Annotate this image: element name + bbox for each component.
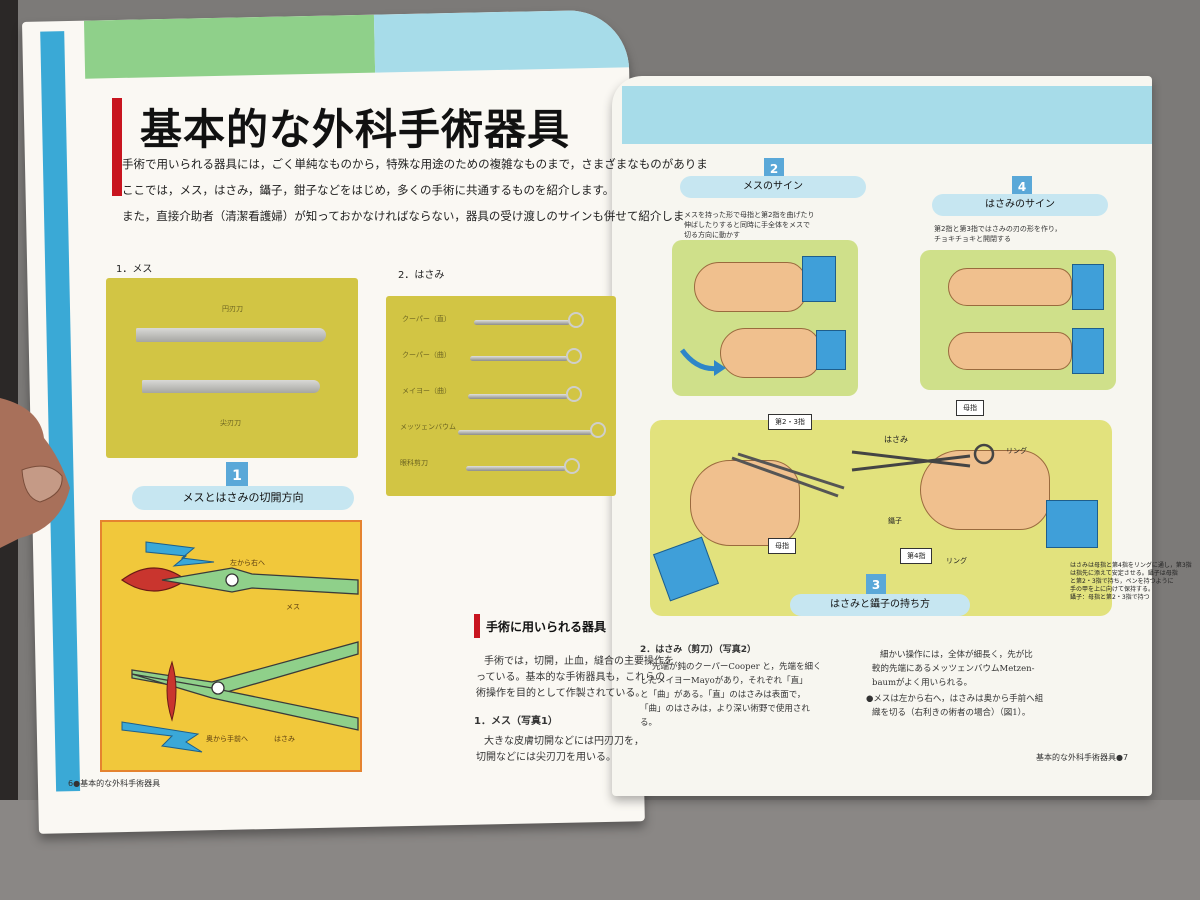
body-text-line: 術操作を目的として作製されている。 — [476, 688, 646, 699]
body-text-line: ●メスは左から右へ，はさみは奥から手前へ組 — [866, 694, 1044, 704]
hand-drawing — [948, 332, 1072, 370]
figure-title: メスのサイン — [680, 176, 866, 198]
body-text-line: っている。基本的な手術器具も，これらの — [476, 672, 666, 683]
figure-note-line: は指先に添えて安定させる。鑷子は母指 — [1070, 570, 1178, 577]
intro-line: ここでは，メス，はさみ，鑷子，鉗子などをはじめ，多くの手術に共通するものを紹介し… — [122, 183, 615, 197]
title-accent-bar — [112, 98, 122, 196]
scissors-sign-illustration — [920, 250, 1116, 390]
callout-label: リング — [946, 557, 967, 565]
figure-title: はさみのサイン — [932, 194, 1108, 216]
scissors-photo: クーパー（直） クーパー（曲） メイヨー（曲） メッツェンバウム 眼科剪刀 — [386, 296, 616, 496]
callout-label: 母指 — [956, 400, 984, 416]
photo-label: クーパー（曲） — [402, 351, 451, 359]
body-text-line: と「曲」がある。「直」のはさみは表面で， — [640, 690, 806, 700]
body-text-line: 「曲」のはさみは，より深い術野で使用され — [640, 704, 810, 714]
sleeve-drawing — [653, 536, 719, 602]
diagram-label: メス — [286, 603, 300, 611]
scissors-image — [458, 430, 592, 435]
header-band-green — [83, 14, 376, 79]
body-text-line: 手術では，切開，止血，縫合の主要操作を — [484, 656, 674, 667]
scissors-image — [468, 394, 568, 399]
photo-caption: 1．メス — [116, 264, 153, 275]
figure-note-line: と第2・3指で持ち，ペンを持つように — [1070, 578, 1174, 585]
figure-note: メスを持った形で母指と第2指を曲げたり — [684, 211, 815, 219]
cutting-direction-diagram: 左から右へ メス 奥から手前へ はさみ — [100, 520, 362, 772]
sleeve-drawing — [1046, 500, 1098, 548]
photo-label: 尖刃刀 — [220, 419, 241, 427]
scissors-image — [474, 320, 570, 325]
header-band-blue — [373, 9, 636, 73]
scissors-image — [470, 356, 568, 361]
callout-label: 第2・3指 — [768, 414, 812, 430]
arrow-icon — [680, 348, 726, 376]
intro-line: また，直接介助者（清潔看護婦）が知っておかなければならない，器具の受け渡しのサイ… — [122, 209, 685, 223]
figure-title: メスとはさみの切開方向 — [132, 486, 354, 510]
figure-note: はさみは母指と第4指をリングに通し，第3指 は指先に添えて安定させる。鑷子は母指… — [1070, 562, 1192, 602]
figure-number-badge: 2 — [764, 158, 784, 180]
scalpel-image — [142, 380, 320, 393]
figure-note-line: 鑷子：母指と第2・3指で持つ — [1070, 594, 1150, 601]
page-footer: 6●基本的な外科手術器具 — [68, 779, 161, 788]
scissors-image — [466, 466, 566, 471]
callout-label: はさみ — [884, 435, 908, 444]
figure-note-line: 手の甲を上に向けて保持する。 — [1070, 586, 1155, 593]
photo-label: メイヨー（曲） — [402, 387, 451, 395]
sleeve-drawing — [1072, 264, 1104, 310]
figure-note: 切る方向に動かす — [684, 231, 740, 239]
scalpel-image — [136, 328, 326, 342]
photo-label: メッツェンバウム — [400, 423, 456, 431]
diagram-label: 奥から手前へ — [206, 735, 248, 743]
body-text-line: baumがよく用いられる。 — [872, 678, 973, 688]
page-title: 基本的な外科手術器具 — [140, 105, 571, 154]
body-text-line: 較的先端にあるメッツェンバウムMetzen- — [872, 664, 1035, 674]
forceps-drawing — [731, 452, 845, 498]
cutting-direction-illustration — [120, 541, 359, 753]
diagram-label: はさみ — [274, 735, 295, 743]
body-text-line: 織を切る（右利きの術者の場合）（図1）。 — [872, 708, 1031, 718]
photo-label: 円刃刀 — [222, 305, 243, 313]
body-text-line: 大きな皮膚切開などには円刃刀を， — [484, 736, 644, 747]
scalpel-sign-illustration — [672, 240, 858, 396]
body-text-line: 切開などには尖刃刀を用いる。 — [476, 752, 616, 763]
thumb-holding-book — [0, 398, 70, 548]
figure-title: はさみと鑷子の持ち方 — [790, 594, 970, 616]
figure-note: チョキチョキと開閉する — [934, 235, 1011, 243]
page-footer: 基本的な外科手術器具●7 — [1036, 753, 1129, 762]
intro-line: 手術で用いられる器具には，ごく単純なものから，特殊な用途のための複雑なものまで，… — [122, 157, 708, 171]
figure-number-badge: 4 — [1012, 176, 1032, 198]
section-title: 手術に用いられる器具 — [486, 620, 607, 634]
callout-label: 第4指 — [900, 548, 933, 564]
figure-number-badge: 3 — [866, 574, 886, 596]
body-text-line: 細かい操作には，全体が細長く，先が比 — [880, 650, 1033, 660]
callout-label: リング — [1006, 447, 1027, 455]
photo-label: クーパー（直） — [402, 315, 451, 323]
figure-note-line: はさみは母指と第4指をリングに通し，第3指 — [1070, 562, 1192, 569]
sleeve-drawing — [802, 256, 836, 302]
header-band-blue — [622, 86, 1152, 144]
diagram-label: 左から右へ — [230, 559, 265, 567]
hand-drawing — [720, 328, 820, 378]
photo-caption: 2．はさみ — [398, 270, 445, 281]
scissors-drawing — [851, 443, 995, 472]
body-text-line: 先端が鈍のクーパーCooper と，先端を細く — [652, 662, 822, 672]
subsection-heading: 2．はさみ（剪刀）（写真2） — [640, 645, 757, 655]
figure-number-badge: 1 — [226, 462, 248, 490]
hand-drawing — [694, 262, 806, 312]
subsection-heading: 1．メス（写真1） — [474, 716, 558, 727]
figure-note: 第2指と第3指ではさみの刃の形を作り， — [934, 225, 1062, 233]
body-text-line: る。 — [640, 718, 658, 728]
callout-label: 母指 — [768, 538, 796, 554]
figure-note: 伸ばしたりすると同時に手全体をメスで — [684, 221, 810, 229]
sleeve-drawing — [1072, 328, 1104, 374]
section-accent-bar — [474, 614, 480, 638]
callout-label: 鑷子 — [888, 517, 902, 525]
hand-drawing — [948, 268, 1072, 306]
sleeve-drawing — [816, 330, 846, 370]
body-text-line: したメイヨーMayoがあり，それぞれ「直」 — [640, 676, 808, 686]
scalpel-photo: 円刃刀 尖刃刀 — [106, 278, 358, 458]
photo-label: 眼科剪刀 — [400, 459, 428, 467]
